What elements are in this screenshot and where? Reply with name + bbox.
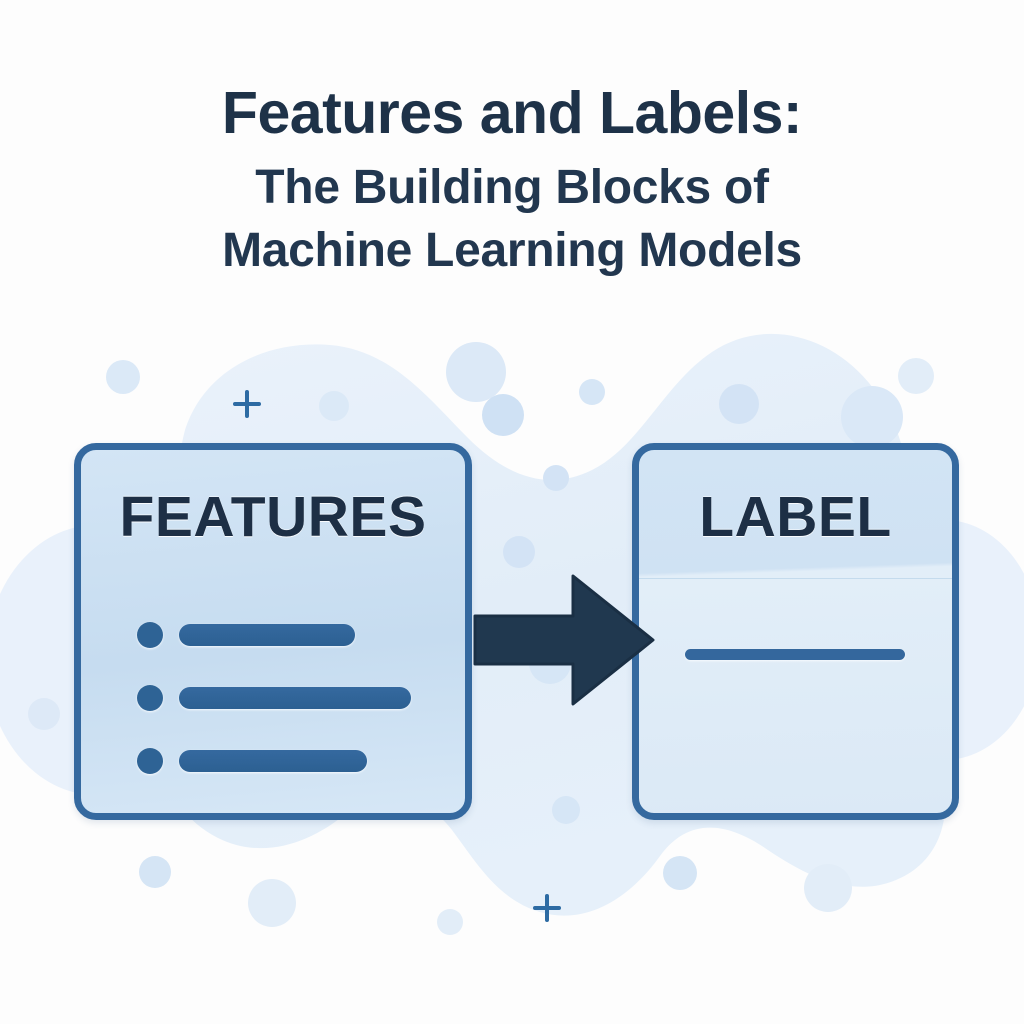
decor-circle <box>503 536 535 568</box>
decor-circle <box>579 379 605 405</box>
title-main-line: Features and Labels: <box>221 80 803 146</box>
label-card[interactable]: LABEL <box>632 443 959 820</box>
label-card-heading: LABEL <box>699 485 892 549</box>
decor-circle <box>106 360 140 394</box>
features-card[interactable]: FEATURES <box>74 443 472 820</box>
plus-icon <box>233 390 261 418</box>
bullet-bar <box>179 749 367 772</box>
label-card-divider <box>639 578 952 579</box>
decor-circle <box>437 909 463 935</box>
bullet-dot-icon <box>137 621 163 648</box>
decor-circle <box>248 879 296 927</box>
features-bullet-list <box>81 603 465 792</box>
decor-circle <box>552 796 580 824</box>
bullet-dot-icon <box>137 684 163 711</box>
right-arrow-shape <box>473 574 655 706</box>
decor-circle <box>719 384 759 424</box>
decor-circle <box>319 391 349 421</box>
decor-circle <box>898 358 934 394</box>
list-item[interactable] <box>81 603 465 666</box>
bullet-bar <box>179 686 411 709</box>
decor-circle <box>446 342 506 402</box>
decor-circle <box>841 386 903 448</box>
decor-circle <box>28 698 60 730</box>
decor-circle <box>804 864 852 912</box>
bullet-bar <box>179 623 355 646</box>
title-subtitle-line-1: The Building Blocks of <box>255 160 769 214</box>
page-title: Features and Labels: The Building Blocks… <box>0 82 1024 282</box>
decor-circle <box>663 856 697 890</box>
plus-icon <box>533 894 561 922</box>
title-subtitle-line-2: Machine Learning Models <box>222 223 802 277</box>
list-item[interactable] <box>81 729 465 792</box>
features-card-heading: FEATURES <box>119 485 427 549</box>
label-value-bar <box>685 649 905 660</box>
bullet-dot-icon <box>137 747 163 774</box>
decor-circle <box>543 465 569 491</box>
decor-circle <box>482 394 524 436</box>
right-arrow-icon <box>473 574 655 706</box>
decor-circle <box>139 856 171 888</box>
list-item[interactable] <box>81 666 465 729</box>
